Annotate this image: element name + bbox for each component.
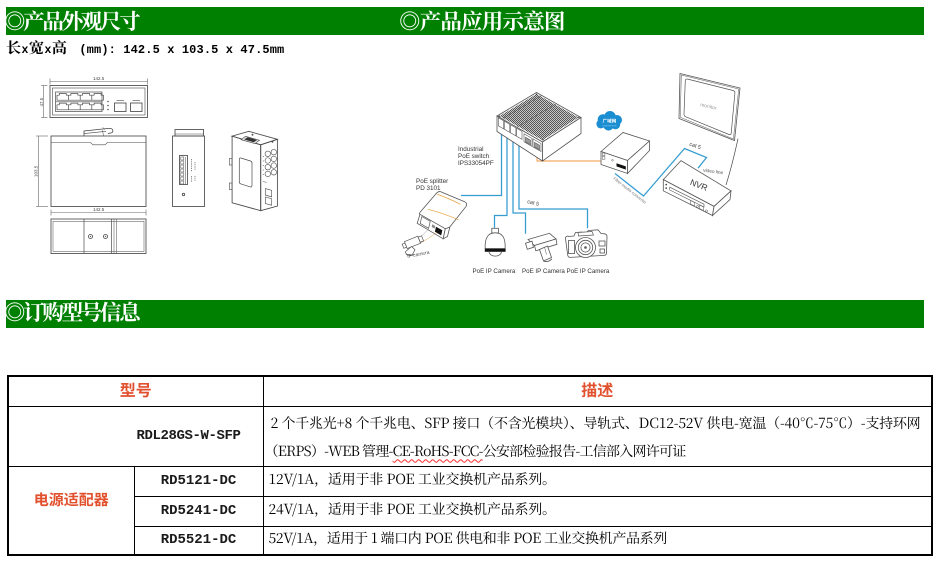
svg-text:Industrial: Industrial — [458, 146, 484, 153]
svg-text:monitor: monitor — [700, 102, 718, 112]
svg-text:PoE IP Camera: PoE IP Camera — [473, 268, 516, 275]
svg-text:142.5: 142.5 — [93, 207, 105, 212]
svg-text:Fiber media converter: Fiber media converter — [612, 176, 648, 205]
svg-text:cat 5: cat 5 — [688, 142, 701, 151]
svg-text:142.5: 142.5 — [93, 76, 105, 81]
svg-text:PD 3101: PD 3101 — [416, 185, 441, 192]
svg-text:PoE splitter: PoE splitter — [416, 178, 448, 185]
svg-text:广域网: 广域网 — [603, 119, 617, 125]
svg-text:PoE IP Camera: PoE IP Camera — [567, 268, 610, 275]
svg-text:103.5: 103.5 — [34, 165, 39, 177]
svg-text:video line: video line — [703, 168, 724, 177]
svg-text:cat 5: cat 5 — [527, 199, 540, 208]
svg-text:47.5: 47.5 — [39, 97, 44, 106]
svg-text:IP camera: IP camera — [407, 250, 431, 260]
svg-text:PoE switch: PoE switch — [458, 153, 490, 160]
svg-text:PoE IP Camera: PoE IP Camera — [522, 268, 565, 275]
svg-text:IPS33054PF: IPS33054PF — [458, 160, 494, 167]
